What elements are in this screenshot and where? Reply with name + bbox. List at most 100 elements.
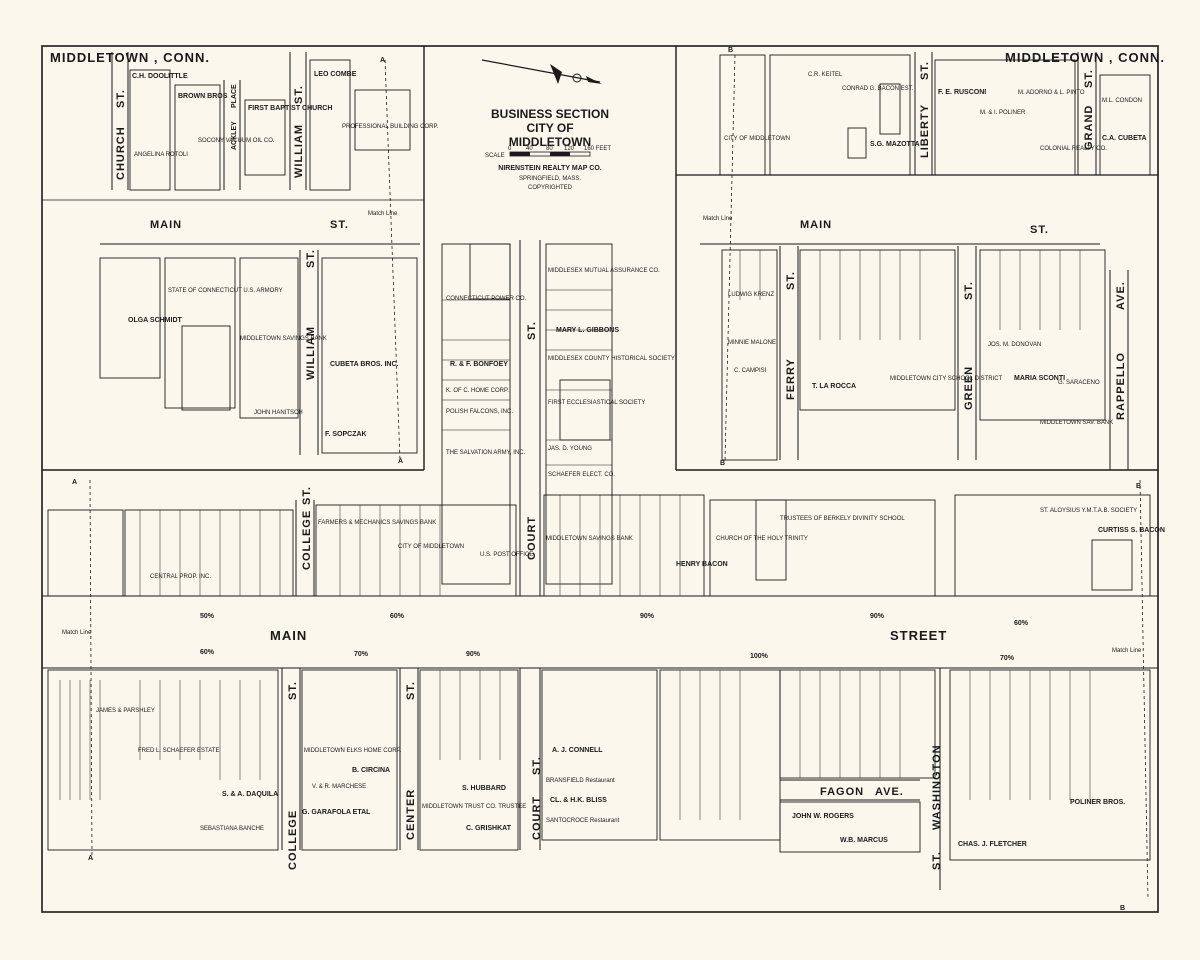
label-post-office: U.S. POST OFFICE (480, 552, 533, 558)
pct-70-b: 70% (1000, 655, 1015, 662)
label-donovan: JOS. M. DONOVAN (988, 342, 1041, 348)
label-marchese: V. & R. MARCHESE (312, 784, 366, 790)
label-central-prop: CENTRAL PROP. INC. (150, 574, 211, 580)
label-historical: MIDDLESEX COUNTY HISTORICAL SOCIETY (548, 356, 675, 362)
label-sopczak: F. SOPCZAK (325, 431, 367, 438)
label-brown-bros: BROWN BROS (178, 93, 228, 100)
label-bransfield: BRANSFIELD Restaurant (546, 778, 615, 784)
title-left: MIDDLETOWN , CONN. (50, 50, 210, 65)
label-school-district: MIDDLETOWN CITY SCHOOL DISTRICT (890, 376, 1003, 382)
pct-50: 50% (200, 613, 215, 620)
label-ct-power: CONNECTICUT POWER CO. (446, 296, 527, 302)
label-leo-combe: LEO COMBE (314, 71, 357, 78)
label-elks: MIDDLETOWN ELKS HOME CORP. (304, 748, 402, 754)
middletown-title: MIDDLETOWN (509, 135, 591, 149)
label-bliss: CL. & H.K. BLISS (550, 797, 607, 804)
publisher-line-1: NIRENSTEIN REALTY MAP CO. (498, 165, 602, 172)
label-state-ct: STATE OF CONNECTICUT U.S. ARMORY (168, 288, 283, 294)
label-ecclesiastical: FIRST ECCLESIASTICAL SOCIETY (548, 400, 645, 406)
label-baptist: FIRST BAPTIST CHURCH (248, 105, 332, 112)
label-larocca: T. LA ROCCA (812, 383, 856, 390)
pct-60-b: 60% (1014, 620, 1029, 627)
street-green: GREEN (963, 366, 975, 410)
label-keitel: C.R. KEITEL (808, 72, 843, 78)
label-berkely: TRUSTEES OF BERKELY DIVINITY SCHOOL (780, 516, 905, 522)
marker-b-top: B (728, 47, 733, 54)
label-campisi: C. CAMPISI (734, 368, 767, 374)
street-main-1-st: ST. (330, 219, 349, 231)
street-liberty: LIBERTY (919, 104, 931, 158)
label-holy-trinity: CHURCH OF THE HOLY TRINITY (716, 536, 808, 542)
street-washington: WASHINGTON (931, 744, 943, 830)
pct-70-a: 70% (354, 651, 369, 658)
label-circina: B. CIRCINA (352, 767, 390, 774)
map-frame (41, 45, 1159, 913)
label-hubbard: S. HUBBARD (462, 785, 506, 792)
marker-a-left: A (72, 479, 77, 486)
label-jas-young: JAS. D. YOUNG (548, 446, 592, 452)
label-ca-cubeta: C.A. CUBETA (1102, 135, 1147, 142)
label-grishkat: C. GRISHKAT (466, 825, 512, 832)
label-curtiss-bacon: CURTISS S. BACON (1098, 527, 1165, 534)
street-court-upper-st: ST. (526, 321, 538, 340)
marker-a-top: A (380, 57, 385, 64)
label-condon: M.L. CONDON (1102, 98, 1142, 104)
label-fletcher: CHAS. J. FLETCHER (958, 841, 1027, 848)
publisher-line-3: COPYRIGHTED (528, 185, 573, 191)
street-church-st: ST. (115, 89, 127, 108)
street-ferry: FERRY (785, 358, 797, 400)
label-savings-bank-2: MIDDLETOWN SAVINGS BANK (546, 536, 633, 542)
street-fagon: FAGON (820, 786, 864, 798)
street-college-lower-st: ST. (287, 681, 299, 700)
label-polish-falcons: POLISH FALCONS, INC. (446, 409, 513, 415)
street-william-upper: WILLIAM (293, 124, 305, 178)
label-sconti: MARIA SCONTI (1014, 375, 1065, 382)
building-labels: C.H. DOOLITTLE BROWN BROS SOCONY VACUUM … (96, 71, 1165, 848)
street-main-2: MAIN (800, 219, 832, 231)
street-fagon-ave: AVE. (875, 786, 904, 798)
street-ferry-st: ST. (785, 271, 797, 290)
label-krenz: LUDWIG KRENZ (728, 292, 774, 298)
street-edges (42, 52, 1158, 890)
match-line-2: Match Line (703, 216, 733, 222)
match-line-4: Match Line (1112, 648, 1142, 654)
label-socony: SOCONY VACUUM OIL CO. (198, 138, 275, 144)
label-adorno: M. ADORNO & L. PINTO (1018, 90, 1085, 96)
match-lines (89, 54, 1149, 901)
street-main-lower: MAIN (270, 628, 307, 643)
match-line-3: Match Line (62, 630, 92, 636)
street-court-lower: COURT (531, 796, 543, 840)
street-court-upper: COURT (526, 516, 538, 560)
label-doolittle: C.H. DOOLITTLE (132, 73, 188, 80)
street-rappello: RAPPELLO (1115, 352, 1127, 420)
marker-b-right: B (1136, 483, 1141, 490)
street-college-upper-st: ST. (301, 486, 313, 505)
scale-label: SCALE (485, 153, 505, 159)
label-schaefer-elect: SCHAEFER ELECT. CO. (548, 472, 615, 478)
label-connell: A. J. CONNELL (552, 747, 603, 754)
pct-60-c: 60% (200, 649, 215, 656)
label-marcus: W.B. MARCUS (840, 837, 888, 844)
label-banche: SEBASTIANA BANCHE (200, 826, 264, 832)
label-colonial-realty: COLONIAL REALTY CO. (1040, 146, 1107, 152)
match-line-1: Match Line (368, 211, 398, 217)
label-angelina: ANGELINA ROTOLI (134, 152, 188, 158)
street-college-lower: COLLEGE (287, 810, 299, 870)
street-center-st: ST. (405, 681, 417, 700)
street-grand-st: ST. (1083, 69, 1095, 88)
label-malone: MINNIE MALONE (728, 340, 776, 346)
pct-90-c: 90% (466, 651, 481, 658)
pct-90-b: 90% (870, 613, 885, 620)
marker-b-bottom: B (1120, 905, 1125, 912)
business-section-title: BUSINESS SECTION (491, 107, 609, 121)
title-right: MIDDLETOWN , CONN. (1005, 50, 1165, 65)
street-washington-st: ST. (931, 851, 943, 870)
label-city-middletown-1: CITY OF MIDDLETOWN (724, 136, 790, 142)
street-main-2-st: ST. (1030, 224, 1049, 236)
pct-90-a: 90% (640, 613, 655, 620)
label-farmers-mechanics: FARMERS & MECHANICS SAVINGS BANK (318, 520, 436, 526)
label-mazotta: S.G. MAZOTTA (870, 141, 920, 148)
label-poliner: M. & I. POLINER (980, 110, 1026, 116)
street-rappello-ave: AVE. (1115, 281, 1127, 310)
